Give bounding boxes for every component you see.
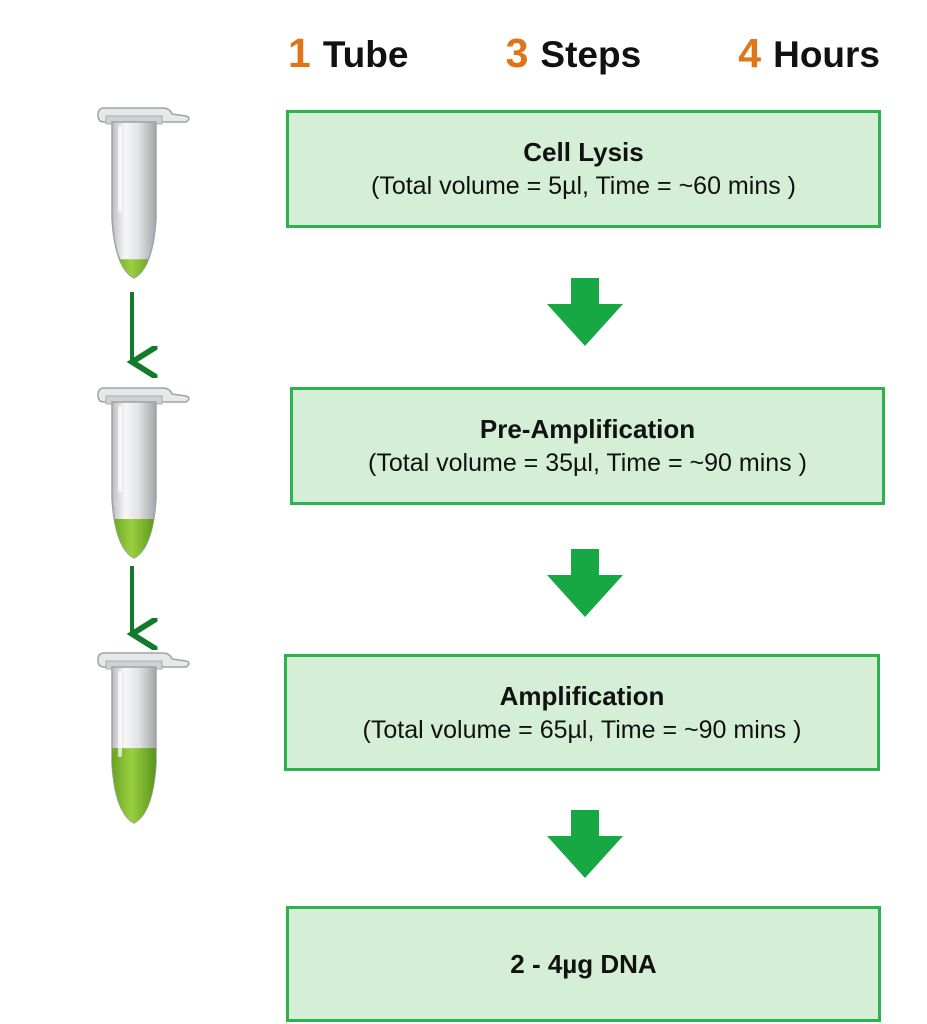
step-title: Cell Lysis [523, 137, 644, 167]
headline-number: 3 [505, 30, 529, 76]
headline-steps: 3 Steps [506, 30, 642, 77]
tube-step-3 [97, 652, 190, 824]
headline: 1 Tube 3 Steps 4 Hours [288, 30, 880, 90]
flow-arrow-2 [547, 549, 623, 617]
step-detail: (Total volume = 35µl, Time = ~90 mins ) [368, 449, 807, 477]
headline-number: 4 [738, 30, 762, 76]
step-title: Pre-Amplification [479, 414, 696, 444]
flow-arrow-1 [547, 278, 623, 346]
headline-word: Tube [322, 34, 409, 75]
tube-column [97, 107, 190, 824]
headline-word: Steps [540, 34, 642, 75]
headline-tube: 1 Tube [288, 30, 408, 77]
tube-liquid [112, 519, 156, 558]
headline-number: 1 [288, 30, 311, 76]
tube-step-1 [97, 107, 190, 279]
step-box-amplification: Amplification (Total volume = 65µl, Time… [284, 654, 880, 771]
step-detail: (Total volume = 65µl, Time = ~90 mins ) [362, 715, 802, 744]
flow-arrow-3 [547, 810, 623, 878]
step-box-pre-amplification: Pre-Amplification (Total volume = 35µl, … [290, 387, 885, 505]
step-detail: (Total volume = 5µl, Time = ~60 mins ) [371, 172, 796, 200]
headline-hours: 4 Hours [738, 30, 880, 77]
tube-step-2 [97, 387, 190, 559]
tube-liquid [112, 259, 156, 278]
headline-word: Hours [773, 34, 880, 75]
result-title: 2 - 4µg DNA [510, 949, 657, 979]
tube-liquid [112, 748, 156, 823]
result-box-dna: 2 - 4µg DNA [286, 906, 881, 1022]
step-box-cell-lysis: Cell Lysis (Total volume = 5µl, Time = ~… [286, 110, 881, 228]
step-title: Amplification [499, 680, 665, 711]
